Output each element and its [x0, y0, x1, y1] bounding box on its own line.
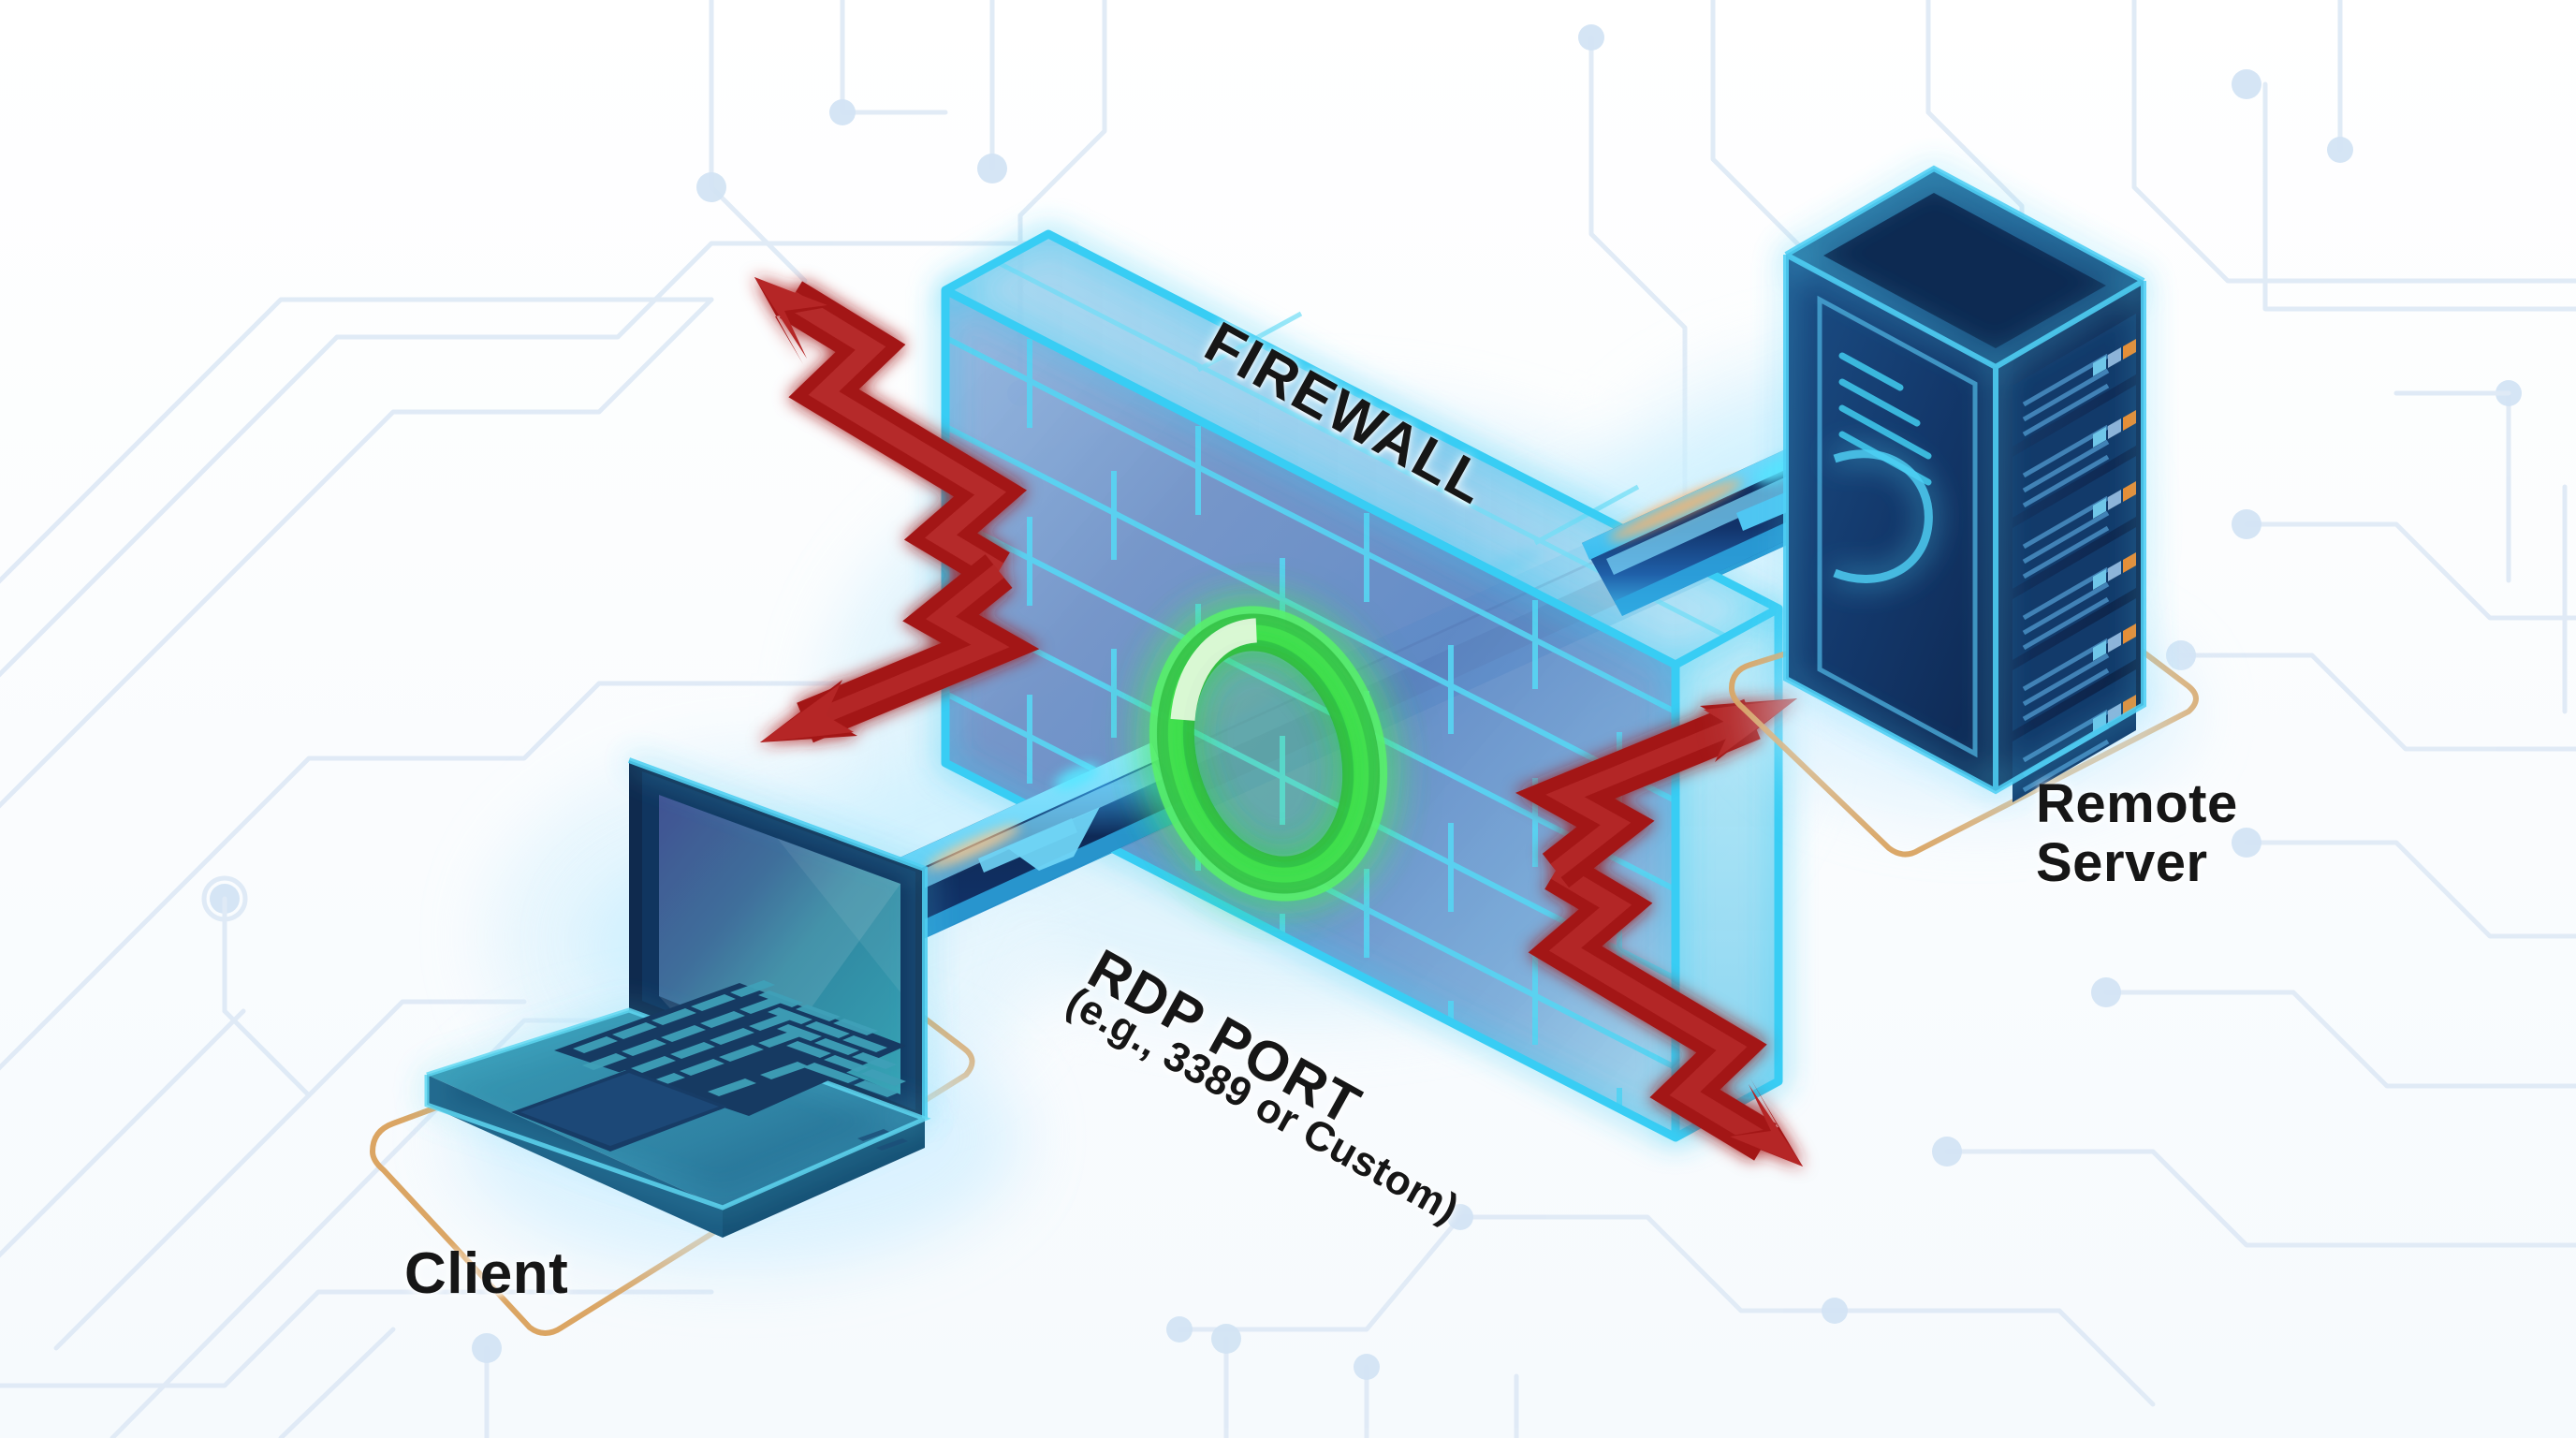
client-label: Client	[404, 1241, 569, 1306]
server-rack-icon	[1760, 165, 2190, 814]
wall-edge-glow	[941, 229, 1783, 1142]
tunnel-arrow-client-front	[978, 807, 1100, 873]
laptop-icon	[424, 757, 1020, 1269]
server-platform	[1728, 575, 2199, 858]
remote-server-label-line2: Server	[2036, 832, 2208, 893]
remote-server-label-line1: Remote	[2036, 773, 2238, 834]
client-platform	[369, 959, 975, 1336]
open-port-ring	[1149, 606, 1388, 902]
blocked-arrow-right	[1515, 698, 1803, 1167]
server-bays	[2012, 314, 2136, 802]
blocked-arrow-left	[754, 277, 1040, 743]
